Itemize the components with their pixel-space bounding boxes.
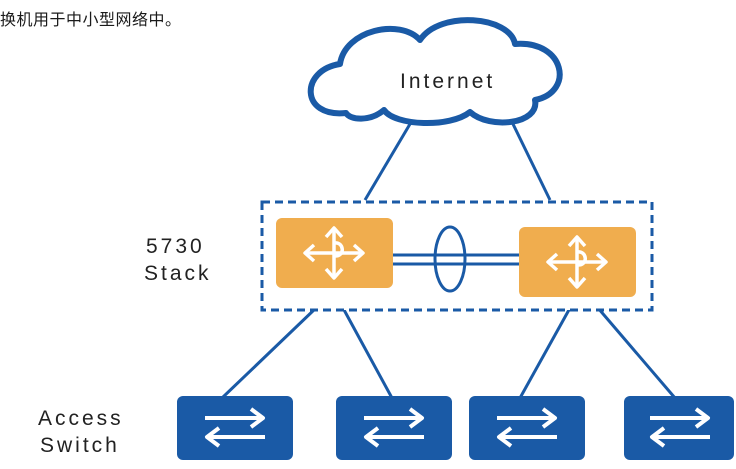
access-switch-2 <box>336 396 452 460</box>
downlink-line-2 <box>341 307 394 399</box>
downlink-line-1 <box>220 306 318 400</box>
downlink-line-4 <box>596 307 677 399</box>
access-switch-3 <box>469 396 585 460</box>
stack-label-line2: Stack <box>144 262 212 285</box>
caption-text: 换机用于中小型网络中。 <box>0 10 182 29</box>
stack-label-line1: 5730 <box>146 235 205 258</box>
internet-cloud: Internet <box>307 17 563 127</box>
access-label-line1: Access <box>38 407 124 430</box>
stack-label: 5730 Stack <box>144 233 212 287</box>
access-switch-label: Access Switch <box>38 405 124 459</box>
downlink-line-3 <box>518 307 572 399</box>
stack-switch-right <box>519 227 636 297</box>
internet-label: Internet <box>400 70 495 93</box>
stack-switch-left <box>276 218 393 288</box>
uplink-line-left <box>363 123 412 201</box>
access-label-line2: Switch <box>40 434 120 457</box>
uplink-line-right <box>511 123 552 201</box>
access-switch-4 <box>624 396 734 460</box>
access-switch-1 <box>177 396 293 460</box>
stack-link-icon <box>392 225 520 293</box>
